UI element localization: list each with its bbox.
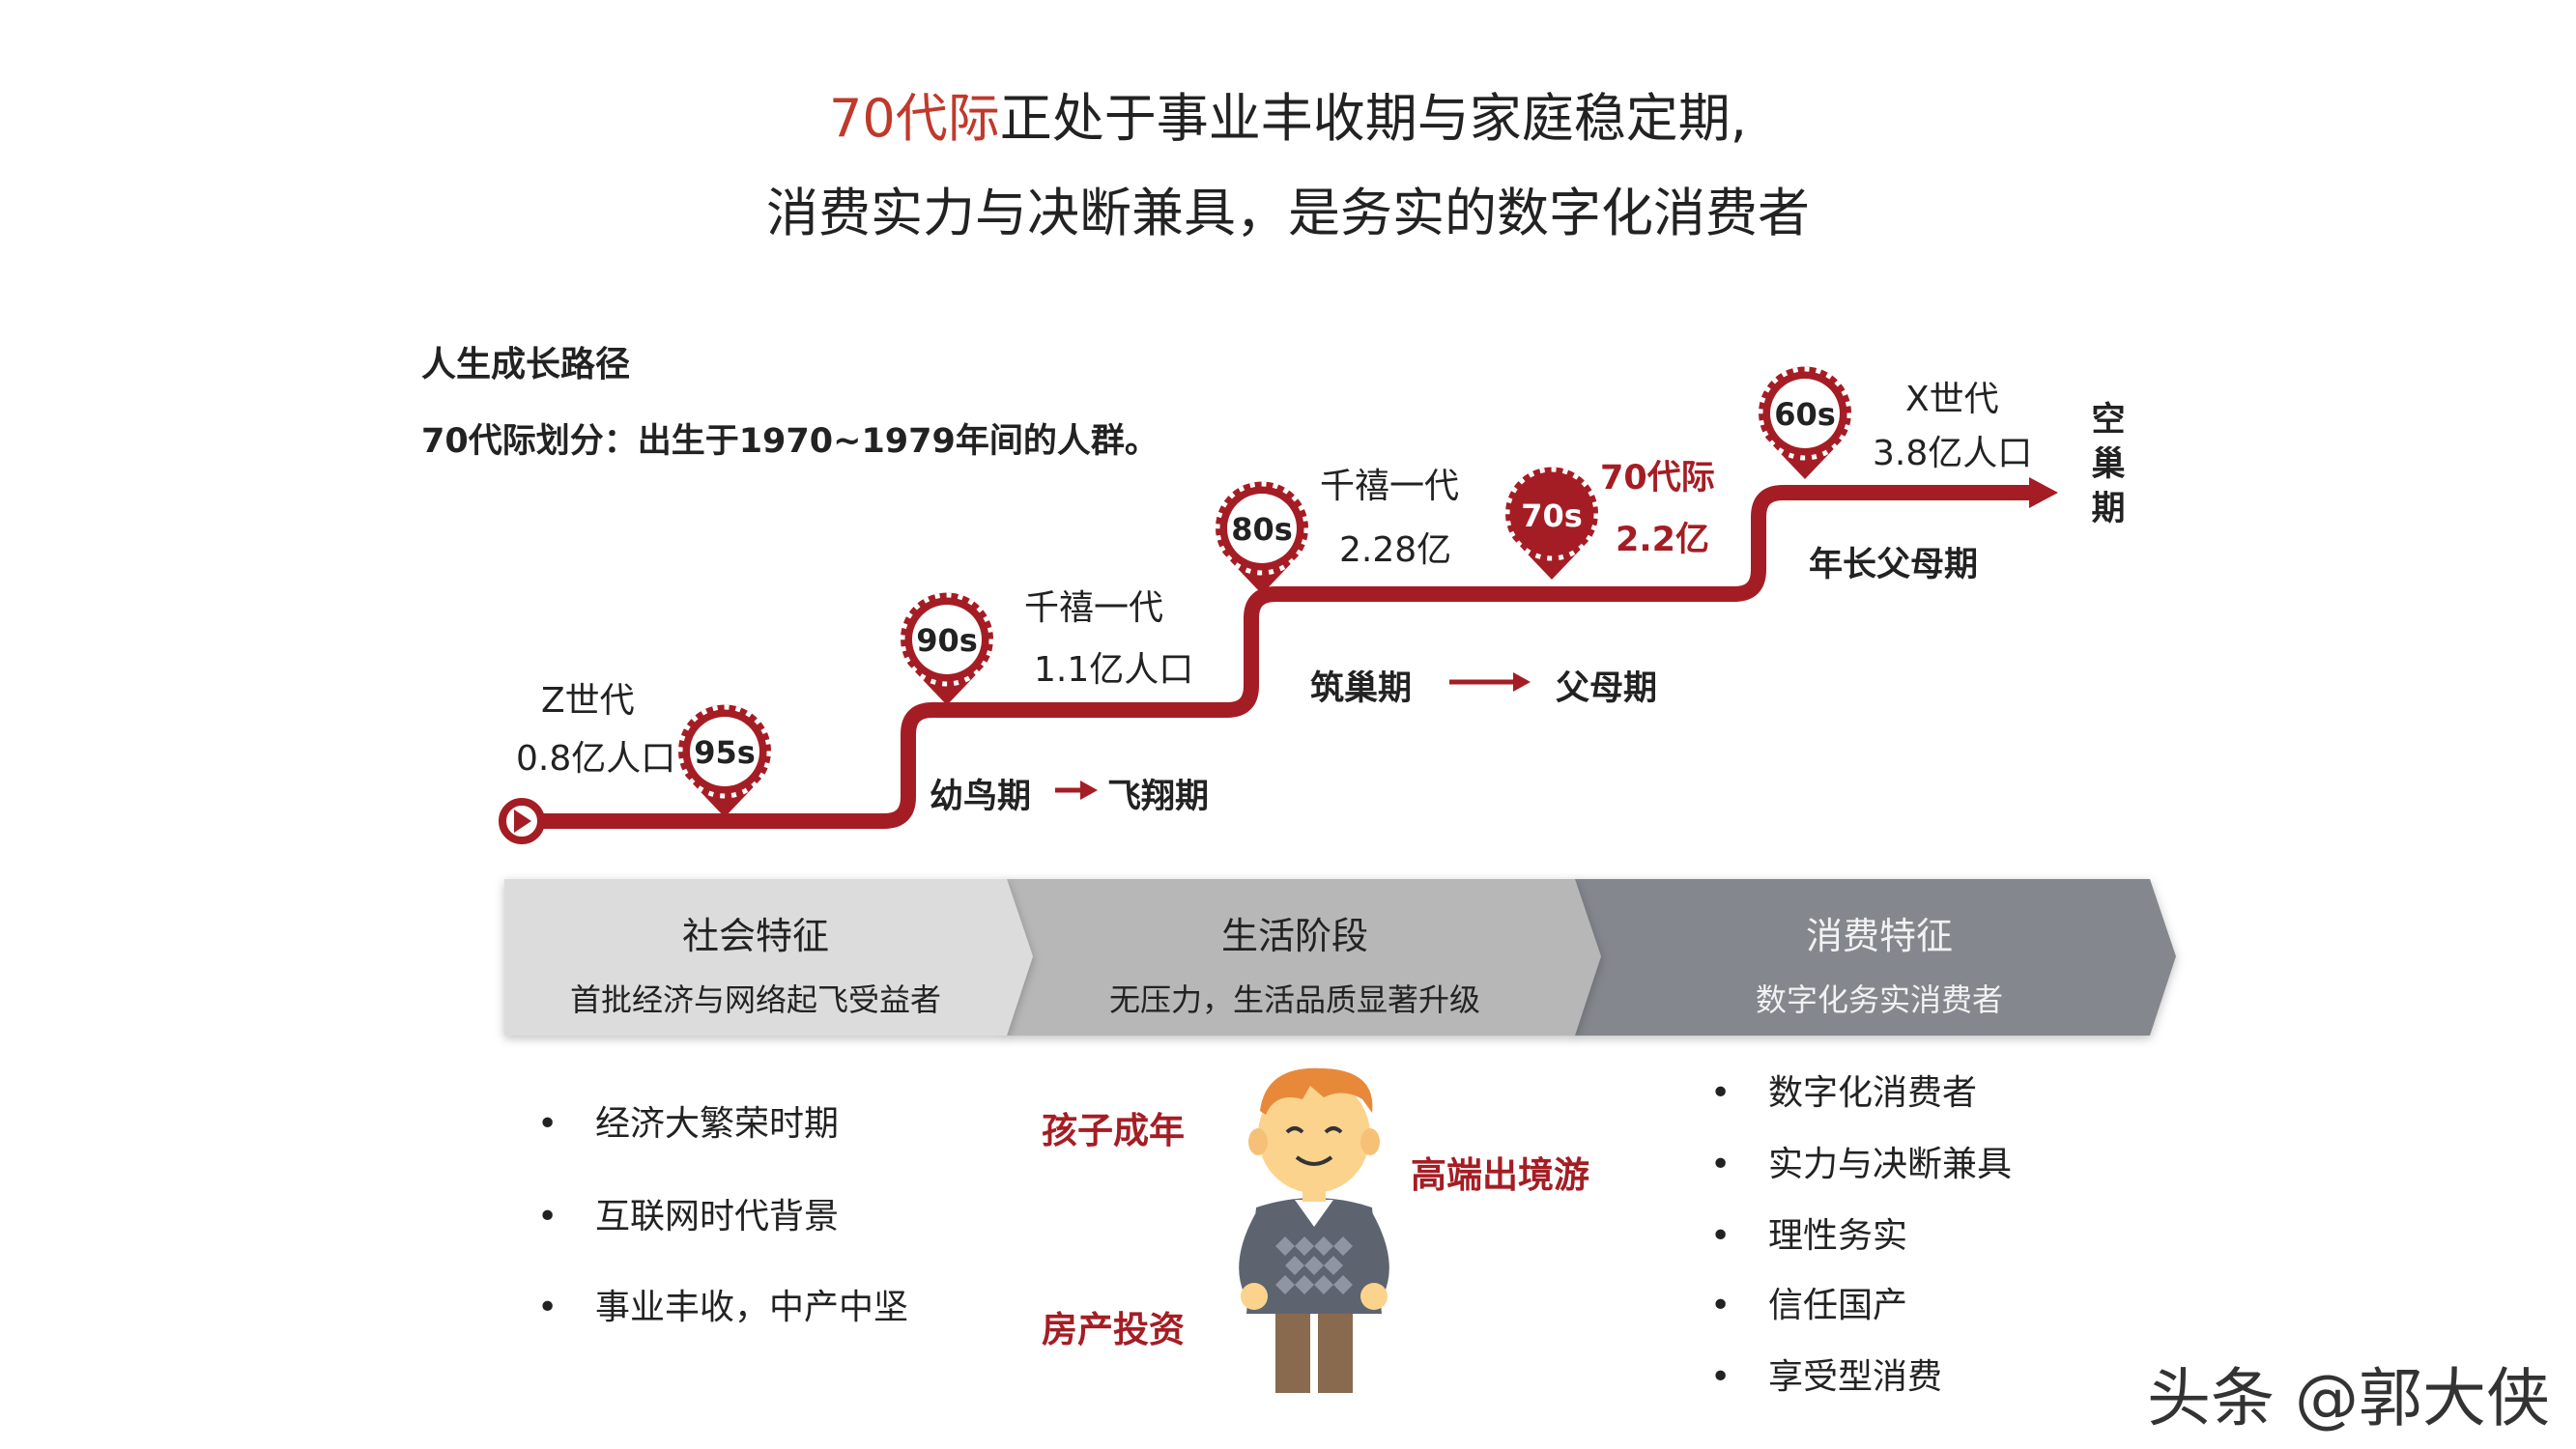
- chevron-life-title: 生活阶段: [1220, 915, 1368, 957]
- title-line-1-rest: 正处于事业丰收期与家庭稳定期,: [999, 88, 1747, 149]
- pin-90s: 90s: [901, 592, 993, 705]
- bullet-dot: •: [537, 1104, 558, 1144]
- pin-80s: 80s: [1216, 481, 1308, 594]
- cartoon-person-illustration: [1239, 1067, 1389, 1393]
- bullet-dot: •: [1710, 1286, 1732, 1325]
- chevron-life-stage: [1005, 879, 1601, 1036]
- bullet-dot: •: [1710, 1073, 1732, 1113]
- chevron-consumption-subtitle: 数字化务实消费者: [1755, 981, 2003, 1018]
- stage-parents: 父母期: [1556, 669, 1658, 708]
- pin-95s: 95s: [678, 704, 771, 817]
- title-line-2: 消费实力与决断兼具，是务实的数字化消费者: [766, 183, 1810, 243]
- pin-80s-label: 80s: [1231, 511, 1293, 548]
- chevron-consumption-title: 消费特征: [1805, 915, 1953, 957]
- right-bullet-5: •享受型消费: [1710, 1357, 1943, 1397]
- label-property: 房产投资: [1042, 1309, 1185, 1350]
- label-millennial-2-pop: 2.28亿: [1339, 530, 1452, 570]
- label-z-pop: 0.8亿人口: [516, 739, 676, 779]
- path-arrowhead: [2029, 477, 2058, 508]
- left-bullet-3: •事业丰收，中产中坚: [537, 1288, 909, 1327]
- chevron-social-title: 社会特征: [681, 915, 829, 957]
- title-line-1: 70代际正处于事业丰收期与家庭稳定期,: [0, 75, 2576, 152]
- pin-90s-label: 90s: [916, 622, 978, 659]
- bullet-dot: •: [537, 1197, 558, 1236]
- label-70s-pop: 2.2亿: [1616, 521, 1710, 559]
- right-bullet-1: •数字化消费者: [1710, 1073, 1978, 1113]
- label-kids-adult: 孩子成年: [1042, 1110, 1185, 1151]
- bullet-dot: •: [1710, 1216, 1732, 1256]
- start-marker-play-icon: [514, 810, 531, 833]
- stage-elder-parents: 年长父母期: [1809, 546, 1979, 584]
- label-z-gen: Z世代: [541, 681, 635, 721]
- label-millennial-2-name: 千禧一代: [1320, 467, 1460, 506]
- section-heading: 人生成长路径: [421, 345, 631, 384]
- chevron-social-subtitle: 首批经济与网络起飞受益者: [569, 981, 941, 1018]
- right-bullet-4: •信任国产: [1710, 1286, 1908, 1325]
- pin-70s-label: 70s: [1521, 497, 1583, 534]
- left-bullet-2: •互联网时代背景: [537, 1197, 840, 1236]
- pin-95s-label: 95s: [694, 734, 756, 771]
- pin-60s-label: 60s: [1774, 396, 1836, 433]
- watermark: 头条 @郭大侠: [2147, 1361, 2550, 1435]
- title-highlight: 70代际: [829, 88, 1000, 149]
- stage-soaring: 飞翔期: [1107, 778, 1210, 816]
- stage-empty-nest: 空巢期: [2091, 401, 2126, 528]
- bullet-dot: •: [1710, 1145, 1732, 1184]
- left-bullet-1: •经济大繁荣时期: [537, 1104, 840, 1144]
- arrow-fledgling-to-soaring: [1055, 781, 1098, 800]
- pin-70s-filled: 70s: [1504, 467, 1599, 580]
- label-millennial-1-name: 千禧一代: [1024, 588, 1164, 628]
- bullet-dot: •: [537, 1288, 558, 1327]
- pin-60s: 60s: [1759, 366, 1851, 479]
- label-70s-name: 70代际: [1600, 459, 1715, 497]
- growth-path-line: [514, 485, 2042, 829]
- right-bullet-2: •实力与决断兼具: [1710, 1145, 2013, 1184]
- label-x-gen-name: X世代: [1905, 380, 1999, 419]
- stage-nesting: 筑巢期: [1310, 669, 1413, 708]
- chevron-social: [504, 879, 1033, 1036]
- generation-definition: 70代际划分：出生于1970~1979年间的人群。: [421, 422, 1159, 461]
- chevron-life-subtitle: 无压力，生活品质显著升级: [1108, 981, 1480, 1018]
- bullet-dot: •: [1710, 1357, 1732, 1397]
- label-x-gen-pop: 3.8亿人口: [1873, 434, 2033, 473]
- label-millennial-1-pop: 1.1亿人口: [1034, 650, 1194, 690]
- arrow-nesting-to-parents: [1449, 672, 1531, 692]
- chevron-consumption: [1573, 879, 2176, 1036]
- label-travel: 高端出境游: [1411, 1154, 1589, 1196]
- right-bullet-3: •理性务实: [1710, 1216, 1908, 1256]
- stage-fledgling: 幼鸟期: [930, 778, 1032, 816]
